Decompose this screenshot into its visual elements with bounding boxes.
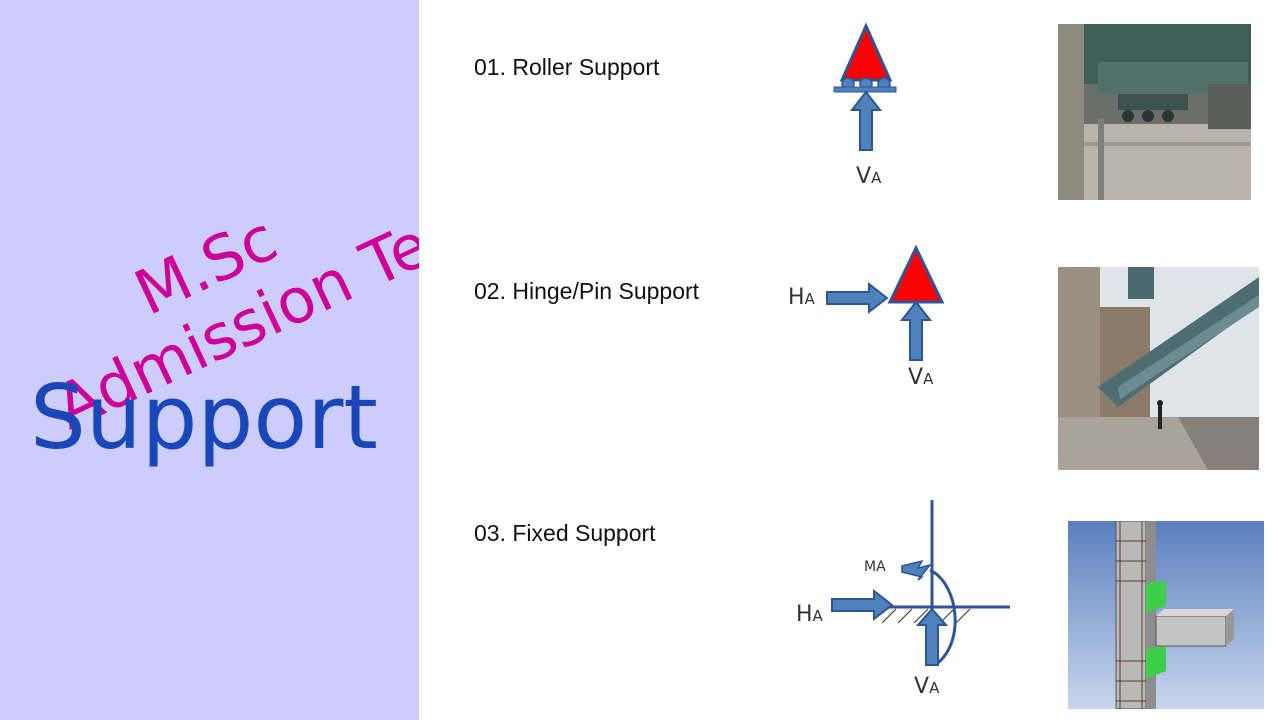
moment-arrowhead [901, 559, 932, 581]
hinge-support-label: 02. Hinge/Pin Support [474, 278, 700, 304]
vertical-reaction-label: VA [908, 365, 934, 390]
roller-support-diagram: VA [833, 22, 897, 189]
hinge-triangle [887, 244, 945, 304]
vertical-reaction-label: VA [914, 674, 940, 699]
horizontal-reaction-arrow [826, 281, 889, 315]
moment-reaction-label: MA [864, 559, 886, 575]
bridge-pin-support-photo [1058, 267, 1259, 470]
roller-base-plate [833, 86, 897, 93]
horizontal-reaction-label: HA [788, 285, 816, 310]
vertical-reaction-arrow [915, 607, 949, 666]
ground-hatching [881, 608, 971, 624]
vertical-reaction-label: VA [856, 164, 882, 189]
hinge-support-diagram: HA VA [788, 244, 945, 390]
subject-heading: Support [30, 366, 378, 469]
horizontal-reaction-label: HA [796, 602, 824, 627]
roller-support-label: 01. Roller Support [474, 54, 660, 80]
vertical-reaction-arrow [849, 90, 883, 151]
title-block: M.Sc Admission Test [16, 117, 419, 542]
roller-bearing-photo [1058, 24, 1251, 200]
title-panel: M.Sc Admission Test Support [0, 0, 419, 720]
roller-triangle [839, 22, 893, 82]
moment-arc [929, 568, 957, 667]
vertical-reaction-arrow [899, 300, 933, 361]
fixed-support-diagram: MA HA VA [796, 500, 1010, 699]
horizontal-reaction-arrow [831, 588, 894, 622]
fixed-joint-model-photo [1068, 521, 1264, 709]
fixed-support-label: 03. Fixed Support [474, 520, 656, 546]
